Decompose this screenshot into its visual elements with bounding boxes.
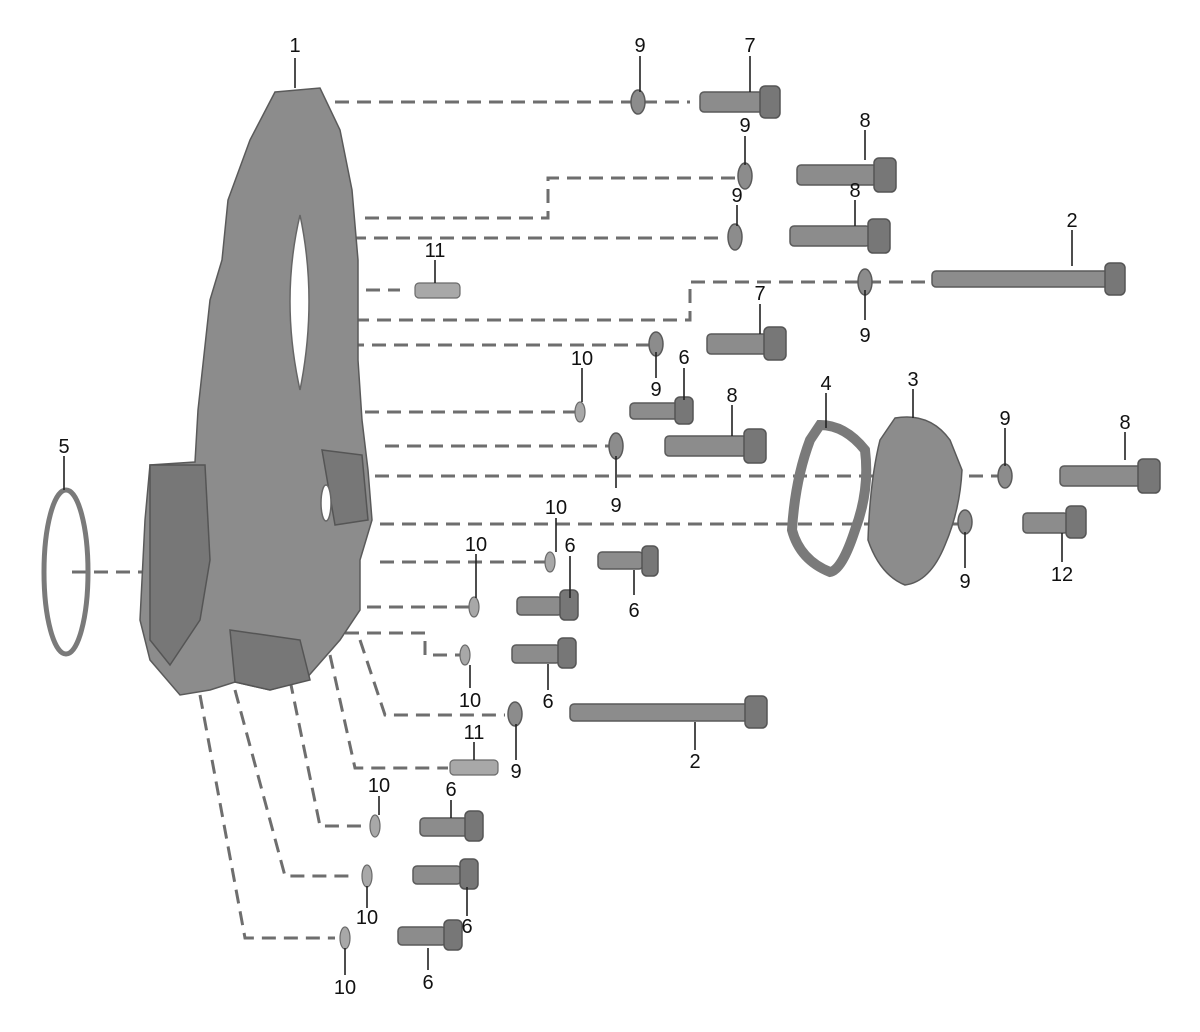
- callout-6: 6: [678, 347, 689, 369]
- callout-2: 2: [1066, 210, 1077, 232]
- callout-6: 6: [542, 691, 553, 713]
- callout-10: 10: [368, 775, 390, 797]
- callout-9: 9: [731, 185, 742, 207]
- callout-12: 12: [1051, 564, 1073, 586]
- callout-7: 7: [744, 35, 755, 57]
- callout-6: 6: [461, 916, 472, 938]
- callout-1: 1: [289, 35, 300, 57]
- callout-8: 8: [849, 180, 860, 202]
- callout-6: 6: [628, 600, 639, 622]
- callout-8: 8: [859, 110, 870, 132]
- callout-11: 11: [464, 722, 485, 744]
- assembly-lines: [72, 100, 1000, 940]
- callout-10: 10: [459, 690, 481, 712]
- callout-6: 6: [422, 972, 433, 994]
- cover: [867, 416, 963, 586]
- callout-9: 9: [510, 761, 521, 783]
- bolts: [397, 85, 1161, 951]
- callout-labels: 1 9 7 9 8 9 8 2 11 9 7 9 6 10 8 4 3 9 8 …: [58, 35, 1130, 999]
- callout-2: 2: [689, 751, 700, 773]
- callout-8: 8: [1119, 412, 1130, 434]
- callout-9: 9: [739, 115, 750, 137]
- main-housing: [139, 87, 373, 696]
- callout-6: 6: [445, 779, 456, 801]
- callout-3: 3: [907, 369, 918, 391]
- callout-11: 11: [425, 240, 446, 262]
- washers: [339, 89, 1013, 950]
- callout-6: 6: [564, 535, 575, 557]
- o-ring: [41, 487, 91, 657]
- callout-9: 9: [999, 408, 1010, 430]
- callout-9: 9: [634, 35, 645, 57]
- callout-8: 8: [726, 385, 737, 407]
- callout-10: 10: [356, 907, 378, 929]
- callout-10: 10: [334, 977, 356, 999]
- gasket: [786, 419, 872, 578]
- callout-10: 10: [465, 534, 487, 556]
- callout-10: 10: [571, 348, 593, 370]
- callout-5: 5: [58, 436, 69, 458]
- callout-4: 4: [820, 373, 831, 395]
- callout-9: 9: [859, 325, 870, 347]
- callout-10: 10: [545, 497, 567, 519]
- callout-9: 9: [610, 495, 621, 517]
- callout-7: 7: [754, 283, 765, 305]
- leader-lines: [63, 56, 1126, 975]
- callout-9: 9: [959, 571, 970, 593]
- callout-9: 9: [650, 379, 661, 401]
